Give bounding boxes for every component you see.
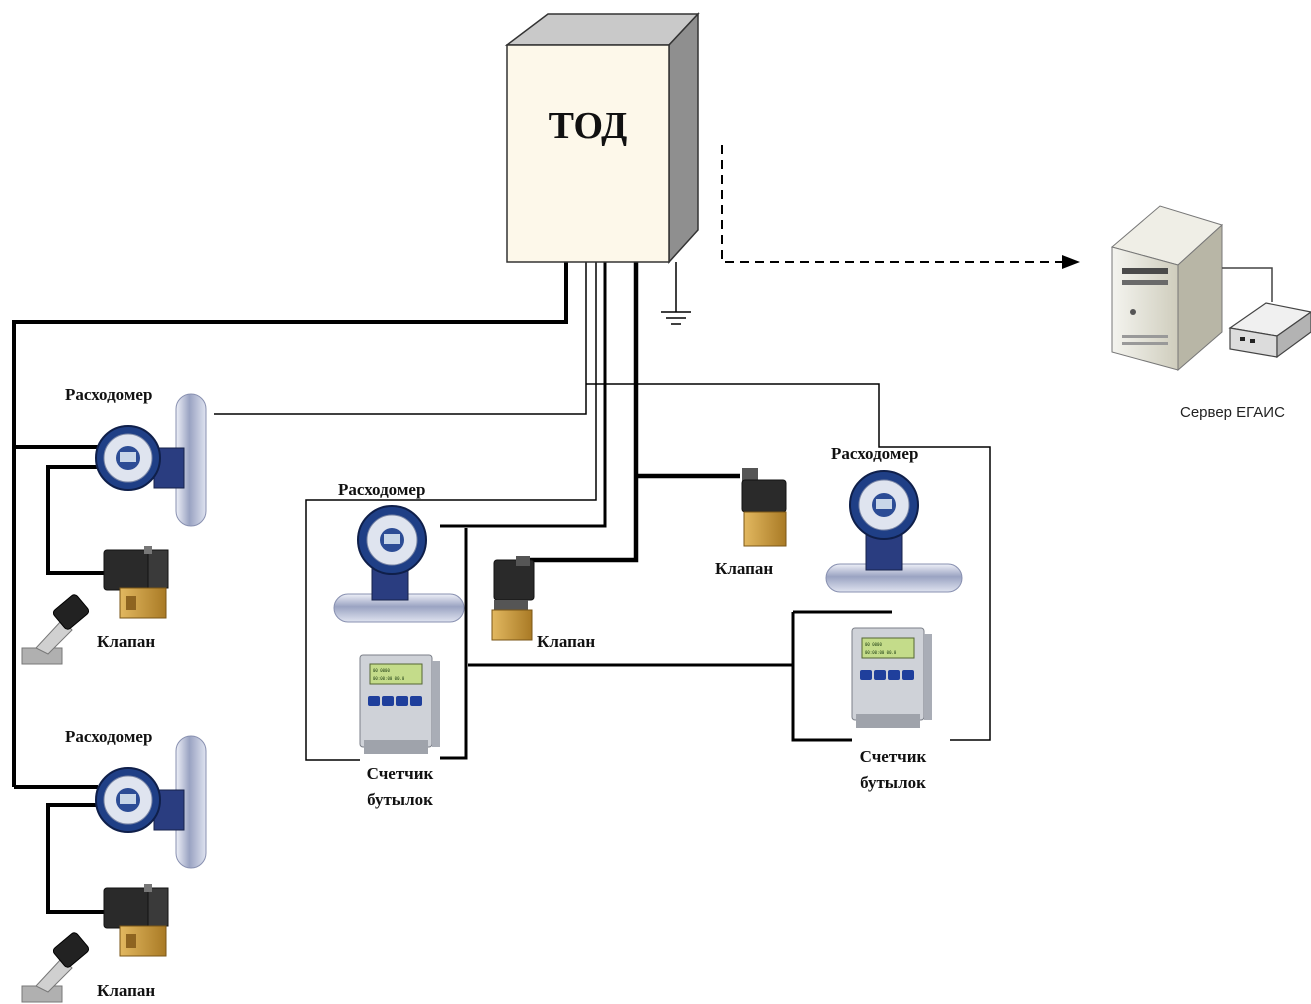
- left-valve-2-link: [46, 803, 106, 914]
- valve-left-1-label: Клапан: [97, 632, 155, 651]
- signal-wire-center-loop: [305, 262, 597, 761]
- valve-left-1: [103, 546, 169, 619]
- flowmeter-left-1-label: Расходомер: [65, 385, 152, 404]
- counter-center-label-2: бутылок: [367, 790, 433, 809]
- counter-right-lcd-line2: 00:00:00 00.0: [865, 650, 897, 655]
- signal-wire-right-loop: [586, 383, 991, 741]
- server-egais: Сервер ЕГАИС: [1110, 205, 1311, 421]
- valve-right-label: Клапан: [715, 559, 773, 578]
- counter-right-label-2: бутылок: [860, 773, 926, 792]
- valve-center-label: Клапан: [537, 632, 595, 651]
- tod-cabinet: ТОД: [504, 12, 700, 264]
- server-tower-icon: [1110, 205, 1223, 372]
- valve-right: [741, 468, 787, 547]
- center-flowmeter-wire: [440, 262, 607, 528]
- valve-left-2: [103, 884, 169, 957]
- ground-symbol: [661, 311, 691, 325]
- server-dashed-link: [721, 145, 1062, 263]
- flowmeter-center: [333, 505, 465, 623]
- left-bus-wire: [12, 262, 568, 787]
- signal-wire-top: [214, 262, 587, 415]
- network-device-icon: [1228, 302, 1311, 359]
- counter-center-label-1: Счетчик: [367, 764, 434, 783]
- bottle-counter-center: 00 0000 00:00:00 00.0: [359, 654, 440, 754]
- cabinet-label: ТОД: [549, 105, 628, 147]
- flowmeter-left-1: [95, 393, 207, 527]
- center-valve-wire: [528, 262, 639, 563]
- valve-left-2-label: Клапан: [97, 981, 155, 1000]
- angle-valve-left-1: [21, 594, 90, 665]
- flowmeter-right-label: Расходомер: [831, 444, 918, 463]
- counter-center-lcd-line1: 00 0000: [373, 668, 390, 673]
- counter-right-lcd-line1: 00 0000: [865, 642, 882, 647]
- flowmeter-left-2-label: Расходомер: [65, 727, 152, 746]
- angle-valve-left-2: [21, 932, 90, 1003]
- counter-bus-wire: [440, 528, 892, 760]
- counter-center-lcd-line2: 00:00:00 00.0: [373, 676, 405, 681]
- flowmeter-left-2: [95, 735, 207, 869]
- valve-center: [491, 556, 535, 641]
- server-arrowhead: [1062, 255, 1080, 269]
- counter-right-label-1: Счетчик: [860, 747, 927, 766]
- left-valve-1-link: [46, 465, 106, 575]
- wiring: [12, 145, 1080, 914]
- bottle-counter-right: 00 0000 00:00:00 00.0: [851, 627, 932, 728]
- server-label: Сервер ЕГАИС: [1180, 404, 1285, 421]
- flowmeter-right: [825, 470, 963, 593]
- flowmeter-center-label: Расходомер: [338, 480, 425, 499]
